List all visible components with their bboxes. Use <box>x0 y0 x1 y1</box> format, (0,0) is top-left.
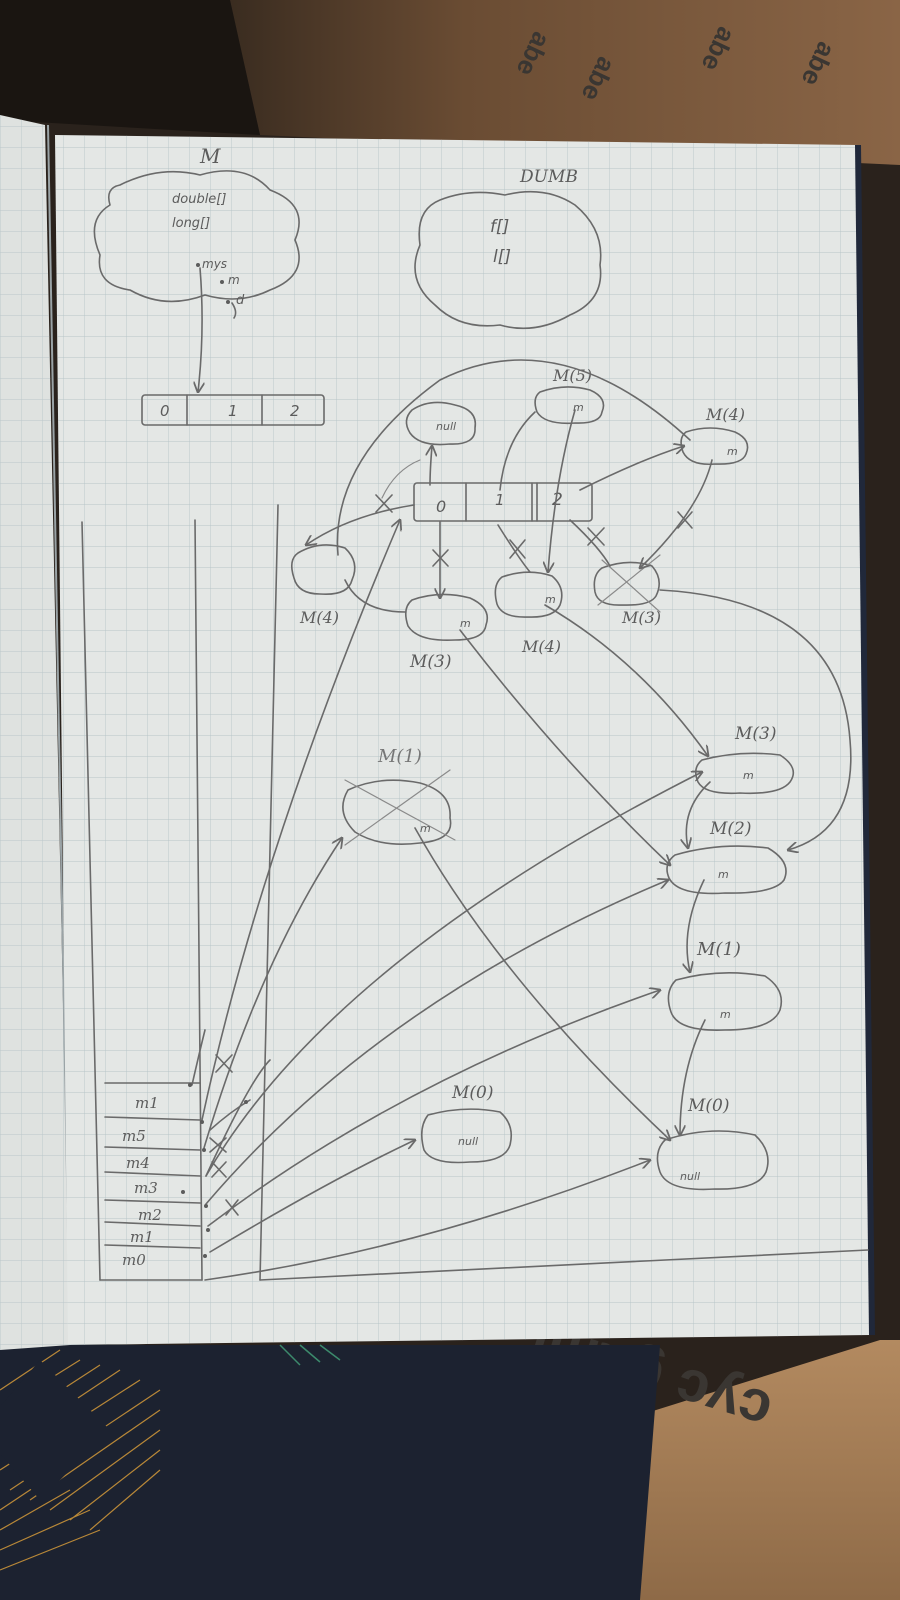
svg-text:M(5): M(5) <box>552 366 592 385</box>
cardboard-shadow-left <box>0 0 260 135</box>
cardboard-box-top <box>230 0 900 165</box>
svg-text:m: m <box>573 401 584 414</box>
svg-text:M(2): M(2) <box>709 819 752 839</box>
null-object-top: null <box>405 401 477 446</box>
array-middle: 0 1 2 <box>413 482 593 522</box>
dumb-cloud <box>414 190 602 330</box>
svg-text:m: m <box>545 593 556 606</box>
stack-slot-0: m1 <box>135 1094 159 1112</box>
svg-text:M(4): M(4) <box>299 608 339 627</box>
svg-text:m: m <box>718 868 729 881</box>
cover-dark-diamond <box>0 1360 110 1500</box>
object-m4-left: M(4) <box>290 544 356 627</box>
stack-slot-1: m5 <box>122 1127 146 1145</box>
array-top: 0 1 2 <box>141 394 325 426</box>
svg-text:M(0): M(0) <box>451 1083 494 1103</box>
heap-m-field-double: double[] <box>172 192 226 207</box>
svg-text:M(0): M(0) <box>687 1096 730 1116</box>
stack-slot-3: m3 <box>134 1179 158 1197</box>
reference-arrows <box>191 359 852 1281</box>
svg-text:M(1): M(1) <box>377 746 422 767</box>
arrow-mys-to-array <box>198 267 202 392</box>
array-mid-cell-0: 0 <box>436 497 446 516</box>
object-m0-mid: M(0) null <box>420 1083 513 1164</box>
svg-text:M(3): M(3) <box>621 608 661 627</box>
stack-slot-2: m4 <box>126 1154 150 1172</box>
svg-text:M(3): M(3) <box>734 724 777 744</box>
object-m1-crossed: M(1) m <box>342 746 456 846</box>
svg-text:M(4): M(4) <box>521 637 561 656</box>
object-m3-mid: m M(3) <box>404 593 489 672</box>
svg-text:null: null <box>458 1135 478 1148</box>
stack-slot-6: m0 <box>122 1251 146 1269</box>
svg-text:m: m <box>420 822 431 835</box>
heap-m-field-long: long[] <box>172 216 210 231</box>
svg-text:m: m <box>720 1008 731 1021</box>
stack-frame: m1 m5 m4 m3 m2 m1 m0 <box>99 1082 203 1281</box>
heap-m-ref-d: d <box>236 293 245 308</box>
svg-text:m: m <box>743 769 754 782</box>
heap-m-ref-m: m <box>228 273 240 287</box>
heap-object-m: M double[] long[] mys m d <box>93 144 300 319</box>
array-top-cell-0: 0 <box>160 402 170 420</box>
svg-text:null: null <box>680 1170 700 1183</box>
frame-lines <box>81 504 869 1281</box>
array-top-cell-1: 1 <box>228 402 238 420</box>
heap-object-dumb: DUMB f[] l[] <box>414 167 602 330</box>
svg-text:null: null <box>436 420 456 433</box>
svg-text:M(3): M(3) <box>409 652 452 672</box>
dumb-title: DUMB <box>519 167 578 187</box>
cover-green-accent <box>279 1344 341 1366</box>
stack-pointer-dots <box>181 1083 248 1258</box>
array-mid-cell-2: 2 <box>552 490 563 510</box>
object-m0-chain: M(0) null <box>656 1096 769 1191</box>
heap-m-title: M <box>199 144 221 168</box>
notebook-cover <box>0 1345 660 1600</box>
heap-m-cloud <box>93 170 300 303</box>
svg-text:M(4): M(4) <box>705 405 745 424</box>
object-m4-mid: m M(4) <box>494 571 563 656</box>
array-top-cell-2: 2 <box>290 402 300 420</box>
dumb-field-f: f[] <box>490 217 509 237</box>
svg-text:m: m <box>727 445 738 458</box>
dumb-field-l: l[] <box>493 247 511 267</box>
heap-m-ref-mys: mys <box>202 257 227 271</box>
array-mid-cell-1: 1 <box>495 491 505 509</box>
object-m1-chain: M(1) m <box>667 939 783 1031</box>
stack-slot-5: m1 <box>130 1228 154 1246</box>
stack-slot-4: m2 <box>138 1206 162 1224</box>
svg-text:M(1): M(1) <box>696 939 741 960</box>
svg-text:m: m <box>460 617 471 630</box>
